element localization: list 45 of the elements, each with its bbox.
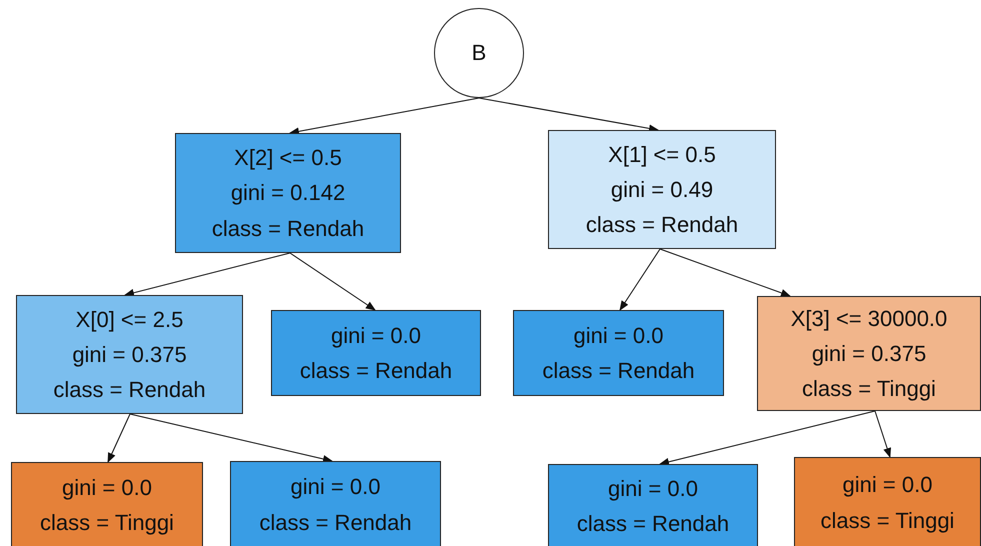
node-text: B [472, 39, 486, 68]
node-text: gini = 0.0 [62, 474, 152, 502]
node-text: gini = 0.0 [290, 473, 380, 502]
tree-node-box [757, 296, 981, 411]
node-text: gini = 0.0 [574, 322, 664, 350]
tree-node-box [271, 310, 481, 396]
node-text: class = Rendah [300, 357, 452, 385]
node-text: class = Tinggi [802, 375, 936, 404]
arrow [660, 248, 791, 297]
arrow [290, 252, 376, 311]
tree-node-box [548, 464, 758, 546]
arrow [130, 414, 333, 463]
node-text: class = Rendah [212, 214, 364, 243]
node-text: X[1] <= 0.5 [608, 140, 716, 169]
node-text: class = Rendah [53, 376, 206, 404]
arrow [478, 98, 659, 132]
tree-node-box [230, 461, 441, 546]
node-text: X[2] <= 0.5 [234, 144, 342, 172]
node-text: gini = 0.0 [331, 322, 421, 350]
arrow [619, 248, 660, 311]
node-text: class = Tinggi [820, 506, 954, 535]
node-text: gini = 0.0 [608, 474, 698, 503]
arrow [289, 98, 480, 136]
node-text: gini = 0.375 [812, 340, 926, 368]
node-text: class = Rendah [259, 508, 412, 536]
node-text: gini = 0.142 [230, 179, 346, 208]
arrow [124, 252, 290, 297]
arrow [108, 414, 130, 463]
node-text: gini = 0.49 [610, 176, 714, 204]
tree-node-box [548, 130, 776, 249]
node-text: class = Rendah [576, 510, 730, 538]
arrow [874, 410, 892, 458]
node-text: class = Rendah [586, 211, 738, 240]
tree-node-box [513, 310, 724, 396]
node-text: class = Rendah [542, 357, 695, 385]
node-text: class = Tinggi [40, 509, 174, 537]
tree-node-box [16, 295, 243, 414]
tree-node-box [175, 133, 401, 253]
arrow [659, 410, 876, 466]
tree-node-box [11, 462, 203, 546]
node-text: gini = 0.0 [842, 471, 932, 500]
node-text: X[3] <= 30000.0 [790, 304, 948, 333]
tree-node-box [794, 457, 981, 546]
node-text: X[0] <= 2.5 [76, 306, 184, 334]
node-text: gini = 0.375 [72, 340, 187, 369]
